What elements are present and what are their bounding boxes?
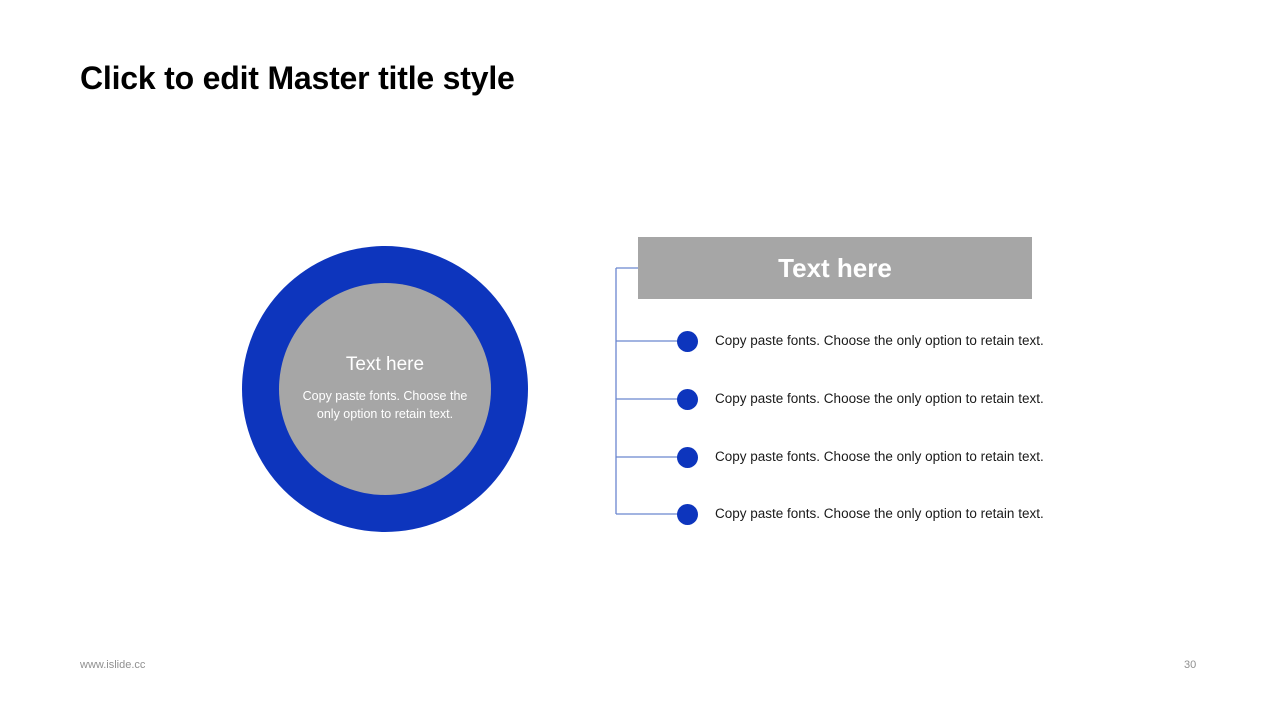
circle-inner-content: Text here Copy paste fonts. Choose the o… — [279, 283, 491, 495]
bullet-text: Copy paste fonts. Choose the only option… — [715, 333, 1044, 349]
bullet-text: Copy paste fonts. Choose the only option… — [715, 506, 1044, 522]
list-item[interactable]: Copy paste fonts. Choose the only option… — [677, 446, 1044, 468]
list-item[interactable]: Copy paste fonts. Choose the only option… — [677, 388, 1044, 410]
bullet-dot-icon — [677, 446, 698, 468]
footer-url[interactable]: www.islide.cc — [80, 659, 146, 671]
bullet-text: Copy paste fonts. Choose the only option… — [715, 449, 1044, 465]
bullet-dot-icon — [677, 503, 698, 525]
circle-heading[interactable]: Text here — [345, 354, 425, 376]
bullet-dot-icon — [677, 330, 698, 352]
list-item[interactable]: Copy paste fonts. Choose the only option… — [677, 330, 1044, 352]
bullet-text: Copy paste fonts. Choose the only option… — [715, 391, 1044, 407]
header-bar-label: Text here — [778, 252, 892, 283]
bullet-dot-icon — [677, 388, 698, 410]
footer-page-number: 30 — [1184, 659, 1197, 671]
list-item[interactable]: Copy paste fonts. Choose the only option… — [677, 503, 1044, 525]
circle-body-text[interactable]: Copy paste fonts. Choose the only option… — [302, 389, 468, 422]
header-bar[interactable]: Text here — [638, 237, 1032, 299]
page-title[interactable]: Click to edit Master title style — [80, 60, 515, 96]
circle-graphic[interactable]: Text here Copy paste fonts. Choose the o… — [242, 246, 528, 532]
